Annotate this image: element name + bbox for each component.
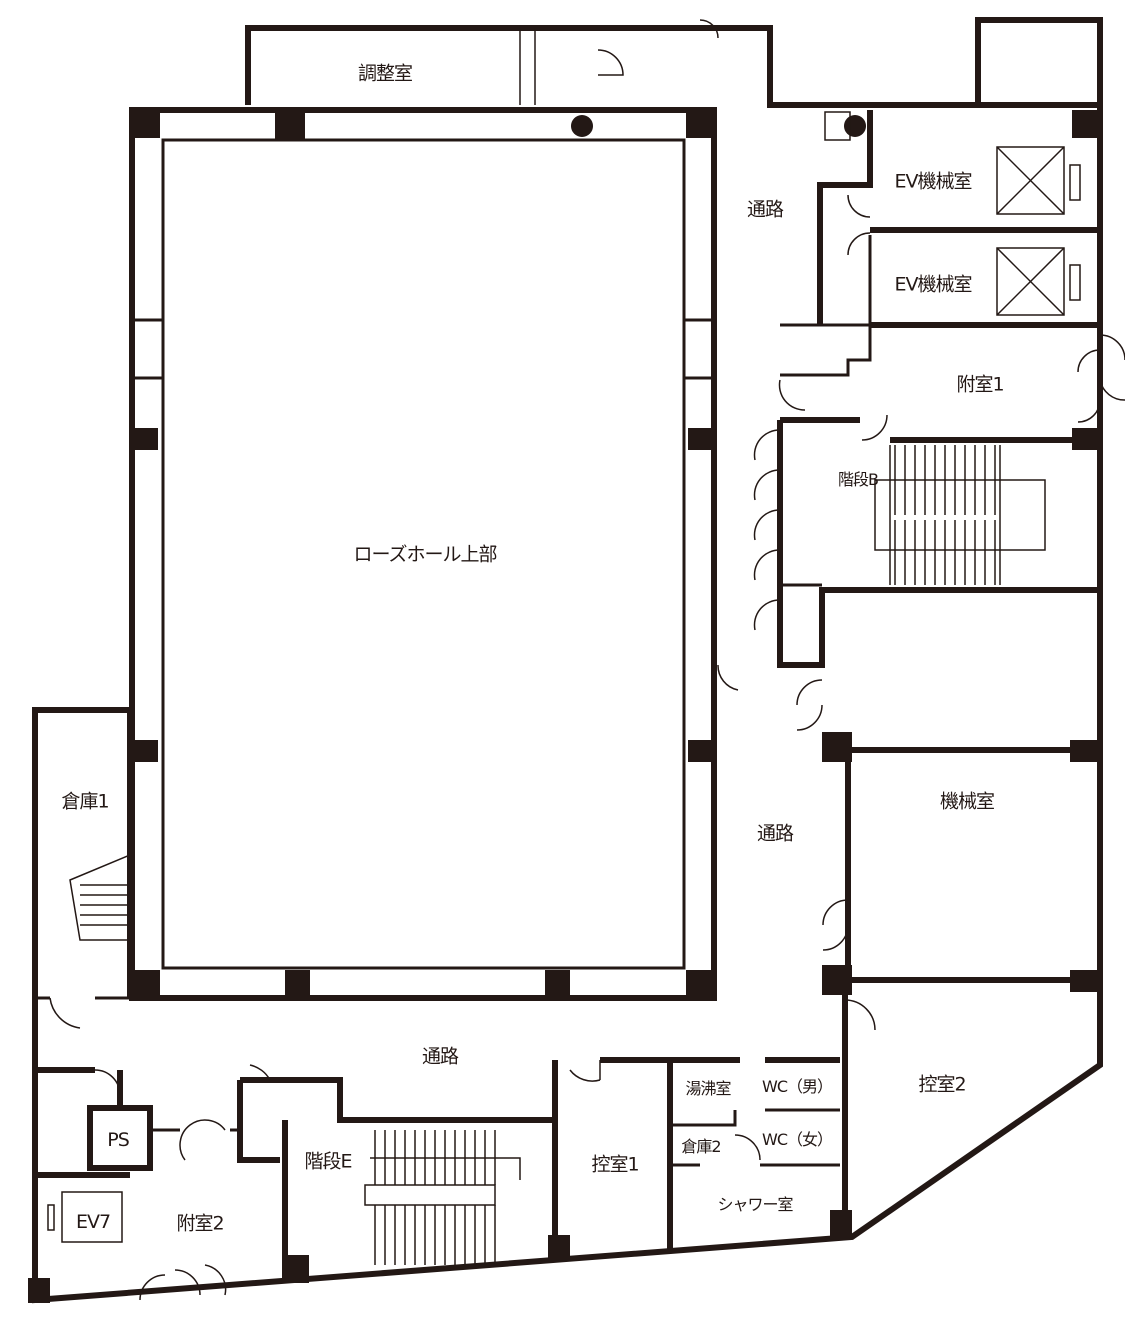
room-label-hall-upper: ローズホール上部: [353, 543, 497, 566]
room-label-annex-2: 附室2: [176, 1212, 224, 1235]
room-label-wc-women: WC（女）: [762, 1130, 833, 1149]
room-label-ps: PS: [107, 1129, 130, 1151]
room-label-ev7: EV7: [75, 1211, 111, 1233]
room-label-waiting-1: 控室1: [591, 1153, 639, 1176]
room-label-waiting-2: 控室2: [918, 1073, 966, 1096]
room-label-storage-1: 倉庫1: [61, 790, 109, 813]
room-label-ev-machine-1: EV機械室: [894, 170, 972, 193]
room-label-control-room: 調整室: [357, 62, 413, 85]
room-label-passage-bottom: 通路: [421, 1045, 459, 1068]
room-label-wc-men: WC（男）: [762, 1077, 833, 1096]
room-label-kitchenette: 湯沸室: [685, 1079, 731, 1098]
room-label-stair-e: 階段E: [304, 1150, 352, 1173]
room-label-passage-top: 通路: [746, 198, 784, 221]
room-label-stair-b: 階段B: [838, 470, 879, 489]
room-label-storage-2: 倉庫2: [681, 1137, 721, 1156]
room-label-ev-machine-2: EV機械室: [894, 273, 972, 296]
room-label-shower: シャワー室: [717, 1195, 793, 1214]
room-label-passage-mid: 通路: [756, 822, 794, 845]
room-label-machine-room: 機械室: [939, 790, 995, 813]
room-label-annex-1: 附室1: [956, 373, 1004, 396]
